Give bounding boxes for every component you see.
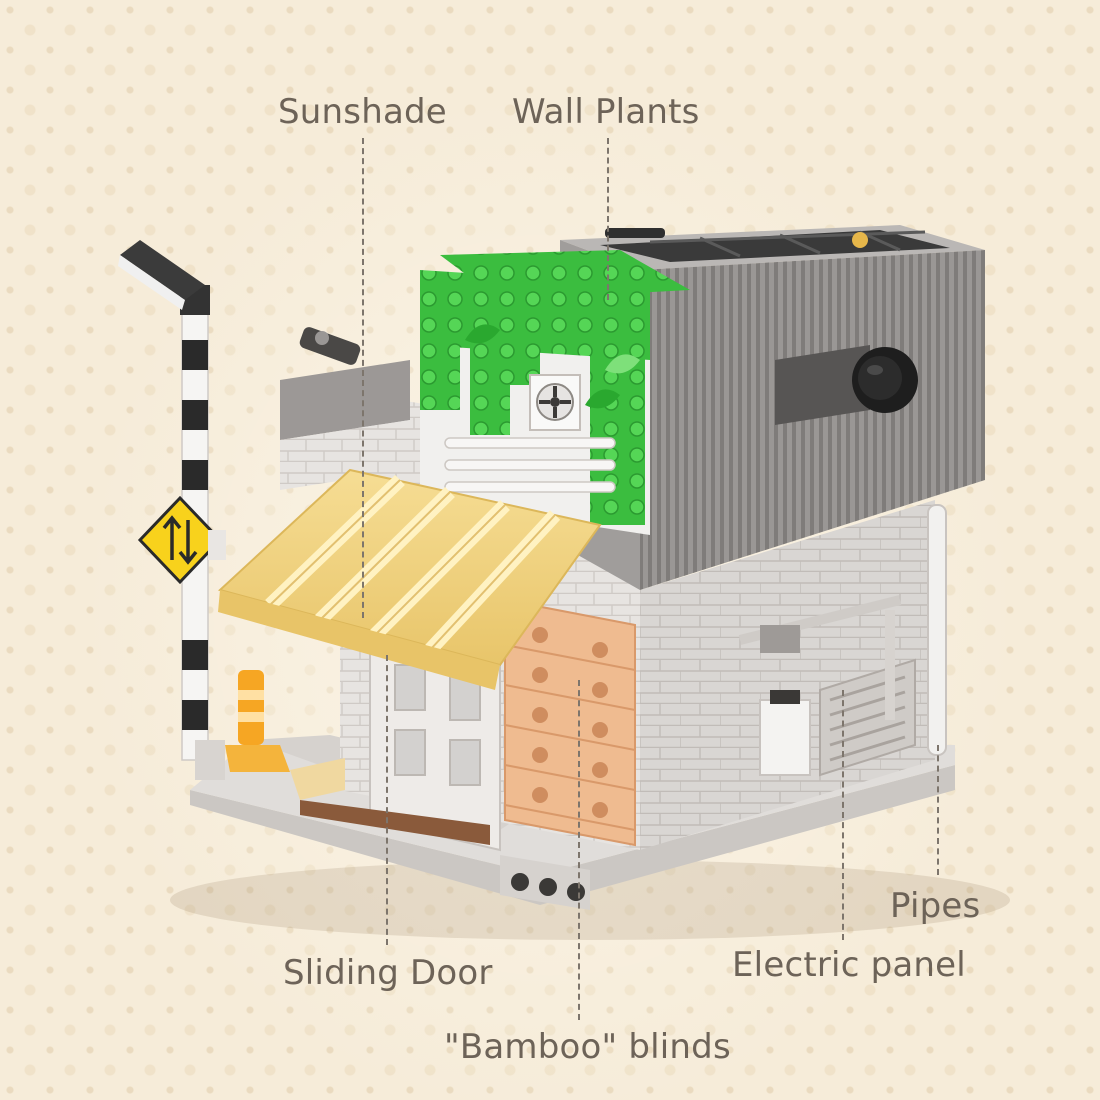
wall-plants-leader — [607, 138, 609, 300]
sliding-door-leader — [386, 655, 388, 945]
bamboo-blinds — [504, 598, 636, 847]
wall-vent-fan-icon — [529, 374, 581, 431]
wall-plants-label: Wall Plants — [512, 92, 700, 132]
pipes-label: Pipes — [890, 886, 981, 926]
two-way-traffic-sign-icon — [137, 495, 226, 585]
security-camera-icon — [299, 327, 361, 365]
door-mat — [290, 758, 345, 800]
bamboo-blinds-leader — [578, 680, 580, 1020]
sunshade — [217, 468, 602, 690]
electric-panel-label: Electric panel — [732, 945, 966, 985]
bollard — [225, 670, 290, 772]
electric-panel-leader — [842, 690, 844, 940]
street-lamp-icon — [118, 240, 225, 780]
pipes — [738, 504, 947, 756]
bamboo-blinds-label: "Bamboo" blinds — [444, 1027, 731, 1067]
side-wall — [640, 500, 947, 850]
sliding-door-label: Sliding Door — [283, 953, 493, 993]
sunshade-label: Sunshade — [278, 92, 447, 132]
wall-pipes — [444, 437, 616, 493]
base-vents — [500, 855, 590, 910]
sunshade-leader — [362, 138, 364, 618]
pipes-leader — [937, 745, 939, 875]
